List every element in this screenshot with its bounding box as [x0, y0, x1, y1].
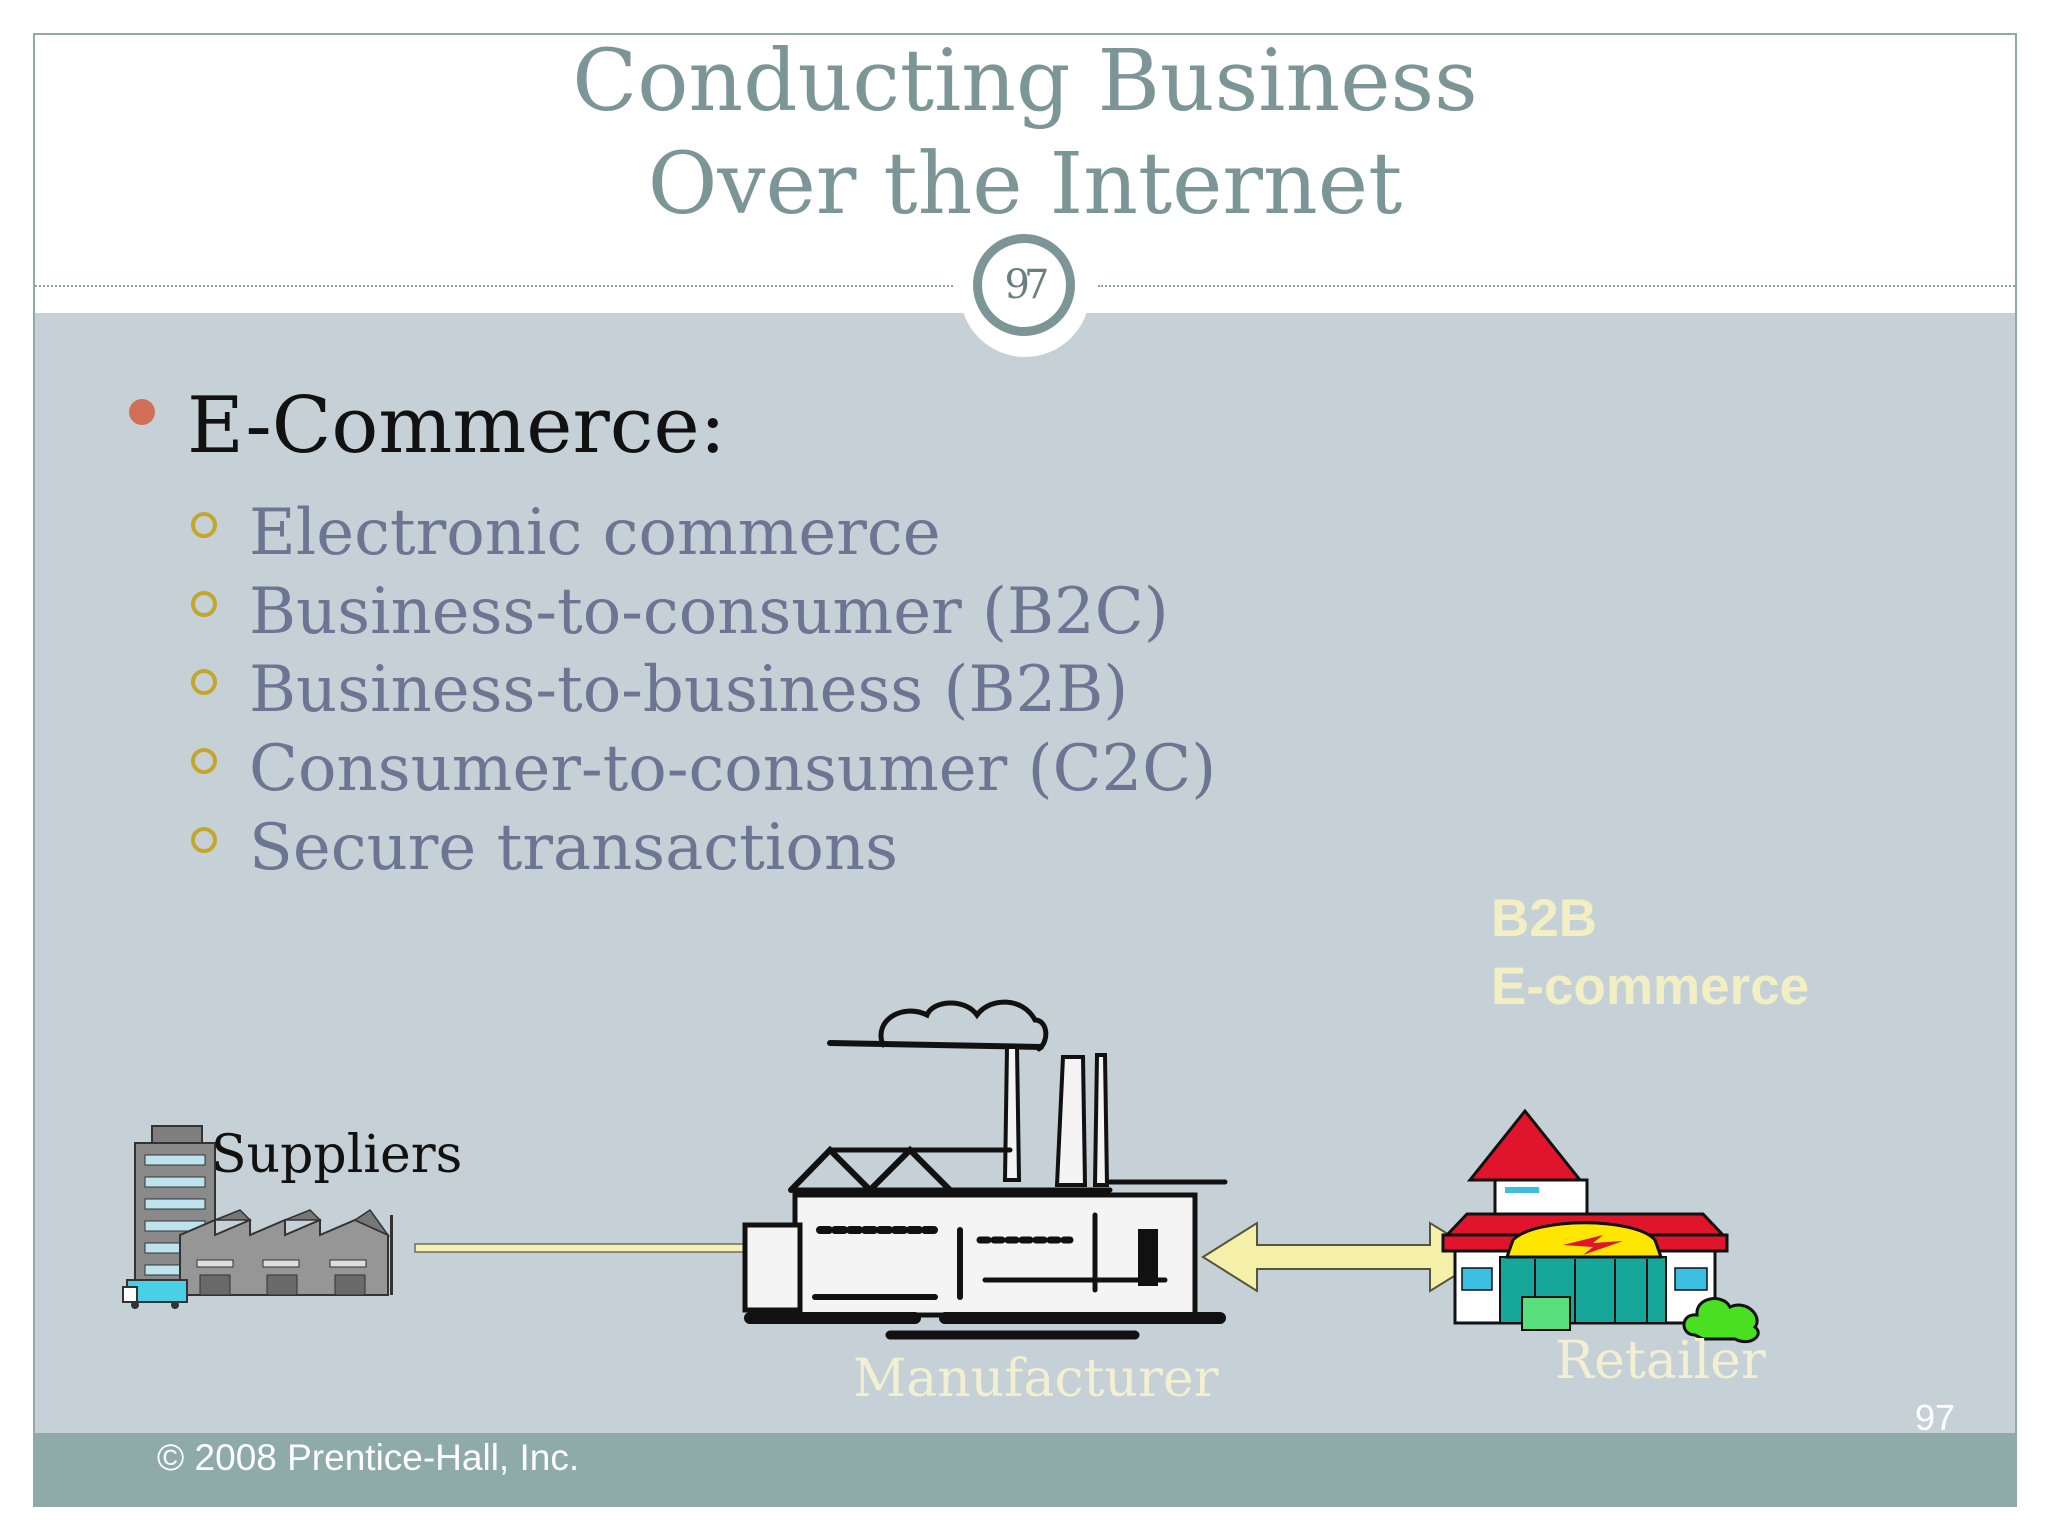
slide-title-line-1: Conducting Business: [572, 33, 1478, 131]
footer-bar: [35, 1433, 2015, 1505]
sub-bullet-ring-icon: [191, 591, 217, 617]
b2b-ecommerce-heading: B2B E-commerce: [1491, 885, 1809, 1021]
slide-title-line-2: Over the Internet: [647, 135, 1403, 234]
header-divider-left: [35, 285, 953, 287]
sub-bullet-electronic-commerce: Electronic commerce: [249, 496, 941, 570]
bullet-ecommerce: E-Commerce:: [187, 381, 726, 471]
copyright-text: © 2008 Prentice-Hall, Inc.: [157, 1437, 580, 1478]
sub-bullet-b2b: Business-to-business (B2B): [249, 653, 1129, 727]
suppliers-label: Suppliers: [211, 1125, 463, 1185]
sub-bullet-secure-transactions: Secure transactions: [249, 811, 898, 885]
b2b-heading-line-1: B2B: [1491, 889, 1598, 948]
sub-bullet-ring-icon: [191, 669, 217, 695]
suppliers-building-icon: [122, 1125, 393, 1309]
two-way-arrow-icon: [1201, 1221, 1487, 1293]
b2b-heading-line-2: E-commerce: [1491, 957, 1810, 1016]
sub-bullet-ring-icon: [191, 748, 217, 774]
slide: Conducting Business Over the Internet 97…: [33, 33, 2017, 1507]
retailer-store-icon: [1441, 1108, 1760, 1344]
header-divider-right: [1098, 285, 2015, 287]
manufacturer-factory-icon: [742, 999, 1228, 1340]
sub-bullet-c2c: Consumer-to-consumer (C2C): [249, 732, 1217, 806]
page-number: 97: [1915, 1397, 1956, 1438]
b2b-diagram: [122, 999, 1760, 1344]
page-number-badge: 97: [973, 234, 1075, 336]
sub-bullet-ring-icon: [191, 827, 217, 853]
retailer-label: Retailer: [1555, 1331, 1766, 1391]
bullet-dot-icon: [129, 399, 155, 425]
sub-bullet-ring-icon: [191, 512, 217, 538]
manufacturer-label: Manufacturer: [853, 1349, 1219, 1409]
sub-bullet-b2c: Business-to-consumer (B2C): [249, 575, 1169, 649]
supplier-connector-line: [414, 1243, 746, 1253]
